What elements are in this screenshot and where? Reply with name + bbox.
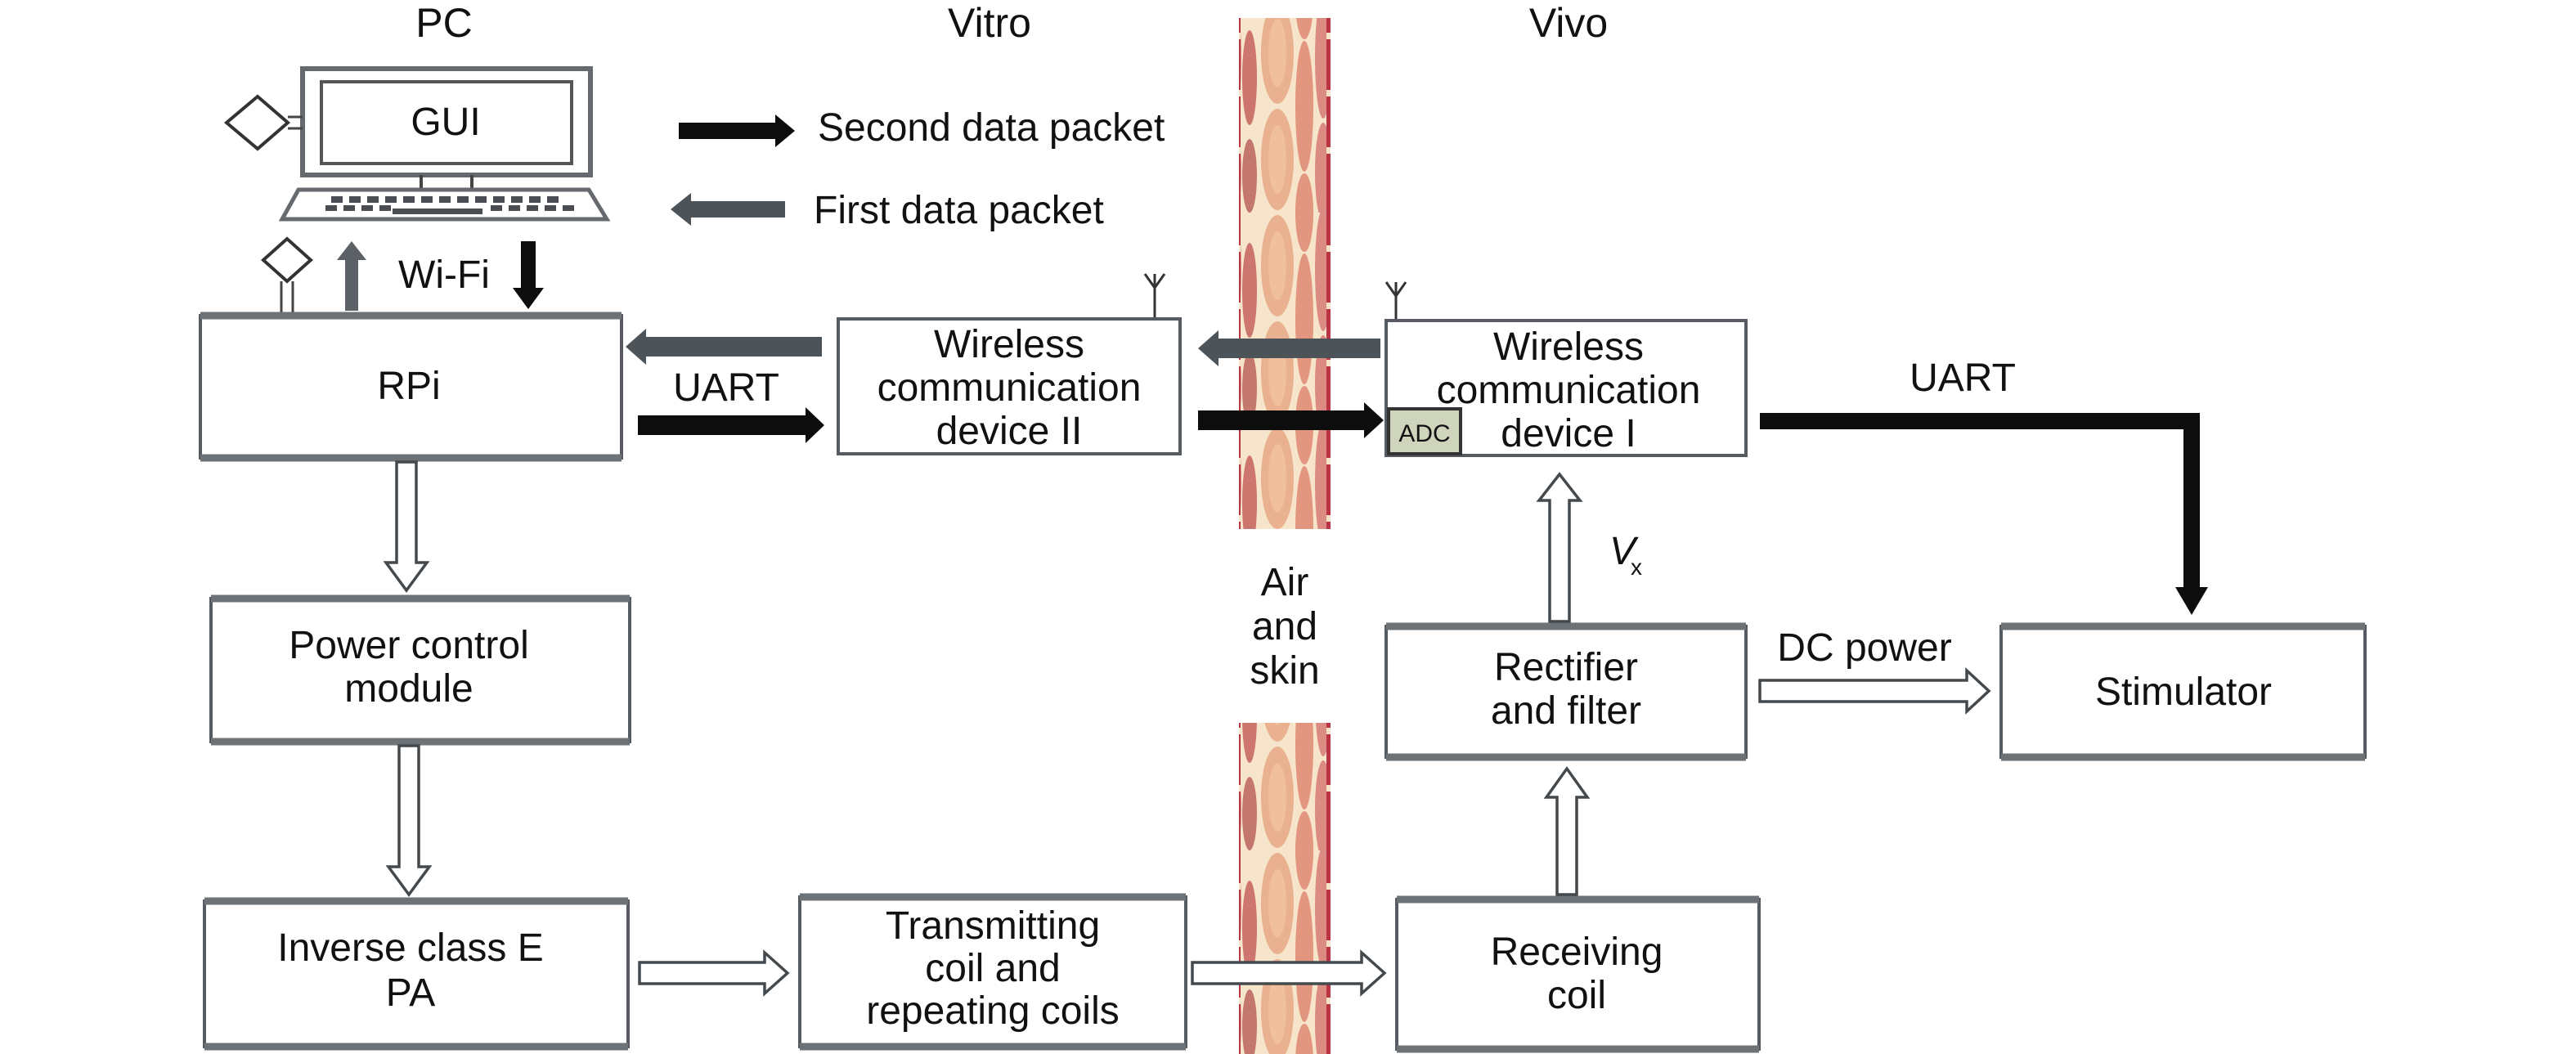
wifi-label: Wi-Fi xyxy=(398,253,490,297)
svg-text:PA: PA xyxy=(386,971,435,1015)
svg-text:coil: coil xyxy=(1547,974,1606,1017)
transmitting-coil-block: Transmitting coil and repeating coils xyxy=(798,893,1187,1051)
stimulator-block: Stimulator xyxy=(1999,622,2367,761)
air-and-skin-label: Air and skin xyxy=(1250,561,1319,693)
uart-return-arrow-icon xyxy=(626,329,822,365)
power-flow-arrow-icon xyxy=(1191,949,1387,997)
svg-text:RPi: RPi xyxy=(377,365,440,408)
svg-text:communication: communication xyxy=(877,366,1142,410)
svg-text:Wireless: Wireless xyxy=(934,323,1084,366)
uart-right-label: UART xyxy=(1910,357,2016,400)
skin-barrier-upper xyxy=(1239,18,1331,529)
rpi-diamond-connector-icon xyxy=(261,236,313,315)
skin-barrier-lower xyxy=(1239,723,1331,1054)
section-pc: PC xyxy=(415,0,472,46)
gui-label: GUI xyxy=(411,101,480,144)
svg-text:Wireless: Wireless xyxy=(1493,325,1644,369)
svg-text:Receiving: Receiving xyxy=(1491,931,1663,974)
svg-text:Air: Air xyxy=(1261,561,1309,604)
adc-label: ADC xyxy=(1398,420,1450,447)
wireless-device-2-block: Wireless communication device II xyxy=(837,273,1182,455)
svg-text:coil and: coil and xyxy=(925,947,1060,990)
dc-power-label: DC power xyxy=(1777,626,1951,670)
svg-text:First data packet: First data packet xyxy=(814,189,1104,232)
uart-send-arrow-icon xyxy=(638,407,824,443)
uart-left-label: UART xyxy=(673,366,779,410)
section-vivo: Vivo xyxy=(1529,0,1608,46)
svg-text:Inverse class E: Inverse class E xyxy=(277,926,543,970)
svg-text:Second data packet: Second data packet xyxy=(818,106,1165,150)
computer-icon: GUI xyxy=(278,66,611,222)
dc-power-arrow-icon xyxy=(1758,666,1991,715)
svg-text:x: x xyxy=(1631,554,1642,580)
svg-text:and filter: and filter xyxy=(1491,689,1641,733)
svg-text:and: and xyxy=(1252,605,1317,648)
pc-diamond-connector-icon xyxy=(223,94,303,151)
wifi-link: Wi-Fi xyxy=(261,236,544,315)
svg-text:V: V xyxy=(1609,530,1639,573)
wireless-device-1-block: ADC Wireless communication device I xyxy=(1384,281,1748,457)
antenna-icon xyxy=(1143,273,1166,290)
vx-flow-arrow-icon xyxy=(1536,472,1583,623)
svg-text:Power control: Power control xyxy=(289,624,528,667)
black-arrow-icon xyxy=(679,114,795,147)
receiving-coil-block: Receiving coil xyxy=(1395,895,1761,1053)
skin-send-arrow-icon xyxy=(1198,402,1384,438)
power-control-block: Power control module xyxy=(209,594,631,746)
svg-text:device I: device I xyxy=(1501,412,1636,455)
gray-arrow-icon xyxy=(671,193,785,226)
svg-text:skin: skin xyxy=(1250,649,1319,693)
adc-block xyxy=(1387,407,1462,455)
power-flow-arrow-icon xyxy=(385,744,433,897)
svg-text:Rectifier: Rectifier xyxy=(1494,646,1638,689)
svg-text:device II: device II xyxy=(936,410,1083,453)
rpi-block: RPi xyxy=(199,312,623,462)
rectifier-filter-block: Rectifier and filter xyxy=(1384,622,1748,761)
wifi-down-arrow-icon xyxy=(513,241,544,309)
svg-text:Stimulator: Stimulator xyxy=(2095,671,2272,714)
uart-stimulator-connection: UART xyxy=(1760,357,2208,615)
section-vitro: Vitro xyxy=(948,0,1031,46)
power-flow-arrow-icon xyxy=(638,949,790,997)
wifi-up-arrow-icon xyxy=(337,241,366,311)
power-flow-arrow-icon xyxy=(1543,765,1591,896)
vx-label: V x xyxy=(1609,530,1642,580)
skin-return-arrow-icon xyxy=(1198,330,1380,366)
svg-text:Transmitting: Transmitting xyxy=(886,904,1100,948)
legend-second-packet: Second data packet xyxy=(679,106,1165,150)
svg-text:module: module xyxy=(344,667,473,711)
legend-first-packet: First data packet xyxy=(671,189,1104,232)
inverse-pa-block: Inverse class E PA xyxy=(203,897,630,1051)
svg-text:communication: communication xyxy=(1437,369,1701,412)
svg-text:repeating coils: repeating coils xyxy=(866,989,1120,1033)
antenna-icon xyxy=(1384,281,1407,298)
power-flow-arrow-icon xyxy=(383,460,430,593)
